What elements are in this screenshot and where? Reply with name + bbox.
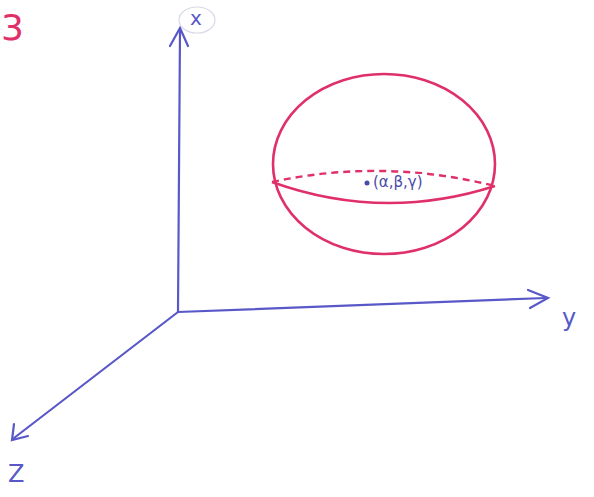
- sphere-outline: [271, 72, 497, 256]
- faint-circle: [179, 7, 215, 33]
- center-point: [365, 181, 370, 186]
- z-arrowhead: [12, 424, 28, 440]
- axis-label: y: [562, 306, 576, 330]
- y-arrowhead: [528, 290, 548, 308]
- x-arrowhead: [170, 28, 188, 46]
- sphere: (α,β,γ): [271, 72, 497, 256]
- x-axis: [178, 30, 180, 312]
- sphere-circle: [273, 74, 495, 254]
- y-axis: [178, 298, 546, 312]
- axis-label: x: [190, 8, 202, 28]
- z-axis: [14, 312, 178, 438]
- point-coordinates: (α,β,γ): [371, 174, 425, 191]
- axis-label: Z: [8, 462, 24, 486]
- figure-number: 3: [1, 10, 24, 46]
